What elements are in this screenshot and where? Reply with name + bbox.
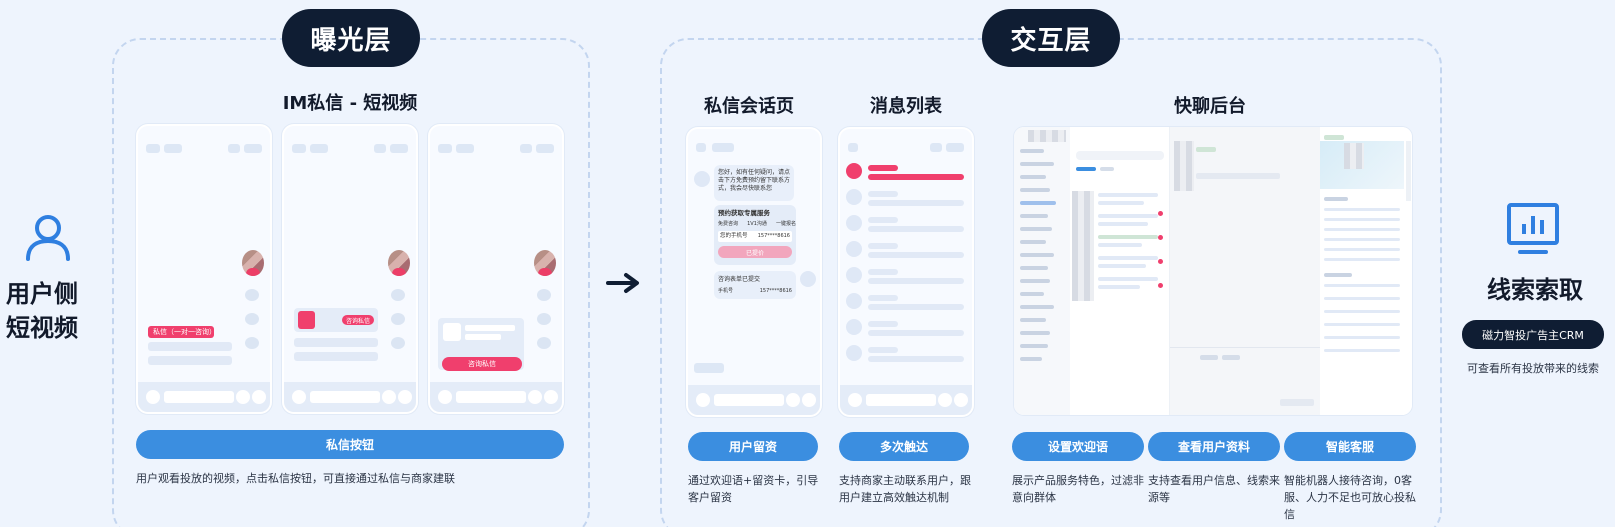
view-profile-description: 支持查看用户信息、线索来源等 xyxy=(1148,474,1280,504)
smart-service-description: 智能机器人接待咨询，0客服、人力不足也可放心投私信 xyxy=(1284,474,1416,521)
product-card: 咨询私信 xyxy=(294,308,378,332)
user-side-title: 用户侧 短视频 xyxy=(6,277,96,345)
greeting-text: 您好，如有任何疑问，请点击下方免费预约留下联系方式，我会尽快联系您 xyxy=(718,169,791,192)
comment-icon xyxy=(391,313,405,325)
admin-chat-area xyxy=(1170,127,1320,415)
phone-label: 您的手机号 xyxy=(720,233,748,239)
share-icon xyxy=(245,337,259,349)
multi-touch-description: 支持商家主动联系用户，跟用户建立高效触达机制 xyxy=(839,474,971,504)
share-icon xyxy=(391,337,405,349)
chat-page-title: 私信会话页 xyxy=(704,96,794,117)
crm-caption: 可查看所有投放带来的线索 xyxy=(1467,362,1599,375)
submit-button[interactable]: 已提价 xyxy=(718,246,792,258)
welcome-message-description: 展示产品服务特色，过滤非意向群体 xyxy=(1012,474,1144,504)
lead-form-card: 预约获取专属服务 免费咨询 1V1沟通 一键报名 您的手机号 157****86… xyxy=(714,205,796,265)
comment-icon xyxy=(537,313,551,325)
user-lead-description: 通过欢迎语+留资卡，引导客户留资 xyxy=(688,474,819,504)
lead-card-title: 预约获取专属服务 xyxy=(718,209,770,217)
welcome-message-button[interactable]: 设置欢迎语 xyxy=(1012,432,1144,461)
user-side: 用户侧 短视频 xyxy=(0,205,100,355)
lead-retrieval-title: 线索索取 xyxy=(1487,276,1583,304)
creator-avatar xyxy=(242,250,264,276)
quick-chat-admin-screen xyxy=(1014,127,1412,415)
phone-value: 157****8616 xyxy=(757,233,790,239)
option-signup[interactable]: 一键报名 xyxy=(775,221,796,227)
like-icon xyxy=(391,289,405,301)
unread-avatar xyxy=(846,163,862,179)
user-side-title-line1: 用户侧 xyxy=(6,280,78,308)
quick-chat-admin-title: 快聊后台 xyxy=(1174,96,1246,117)
exposure-label: 曝光层 xyxy=(282,9,420,67)
consult-dm-button-2[interactable]: 咨询私信 xyxy=(342,315,374,325)
crm-badge[interactable]: 磁力智投广告主CRM xyxy=(1462,320,1604,349)
exposure-section-title: IM私信 - 短视频 xyxy=(282,93,418,114)
admin-profile-panel xyxy=(1320,127,1412,415)
creator-avatar xyxy=(388,250,410,276)
creator-avatar xyxy=(534,250,556,276)
exposure-description: 用户观看投放的视频，点击私信按钮，可直接通过私信与商家建联 xyxy=(136,472,455,485)
message-list-phone xyxy=(838,127,974,417)
smart-service-button[interactable]: 智能客服 xyxy=(1284,432,1416,461)
message-list-title: 消息列表 xyxy=(870,96,942,117)
user-side-title-line2: 短视频 xyxy=(6,314,78,342)
like-icon xyxy=(537,289,551,301)
video-phone-2: 咨询私信 xyxy=(282,124,418,414)
admin-sidebar xyxy=(1014,127,1070,415)
dm-tag[interactable]: 私信（一对一咨询） xyxy=(148,326,216,338)
comment-icon xyxy=(245,313,259,325)
user-lead-button[interactable]: 用户留资 xyxy=(688,432,818,461)
mobile-value: 157****8616 xyxy=(759,288,792,294)
dm-button[interactable]: 私信按钮 xyxy=(136,430,564,459)
greeting-bubble: 您好，如有任何疑问，请点击下方免费预约留下联系方式，我会尽快联系您 xyxy=(714,165,794,201)
share-icon xyxy=(537,337,551,349)
video-phone-1: 私信（一对一咨询） xyxy=(136,124,272,414)
interaction-label: 交互层 xyxy=(982,9,1120,67)
submitted-text: 咨询表单已提交 xyxy=(718,276,761,283)
submitted-bubble: 咨询表单已提交 手机号 157****8616 xyxy=(714,271,796,299)
option-free[interactable]: 免费咨询 xyxy=(718,221,739,227)
multi-touch-button[interactable]: 多次触达 xyxy=(839,432,969,461)
video-phone-3: 咨询私信 xyxy=(428,124,564,414)
view-profile-button[interactable]: 查看用户资料 xyxy=(1148,432,1280,461)
arrow-right-icon xyxy=(606,273,639,293)
admin-conversation-list xyxy=(1070,127,1170,415)
mobile-label: 手机号 xyxy=(718,288,734,294)
dashboard-chart-icon xyxy=(1507,203,1559,254)
consult-dm-button-3[interactable]: 咨询私信 xyxy=(442,357,522,371)
like-icon xyxy=(245,289,259,301)
chat-page-phone: 您好，如有任何疑问，请点击下方免费预约留下联系方式，我会尽快联系您 预约获取专属… xyxy=(686,127,822,417)
user-icon xyxy=(26,215,70,261)
option-1v1[interactable]: 1V1沟通 xyxy=(747,221,767,227)
